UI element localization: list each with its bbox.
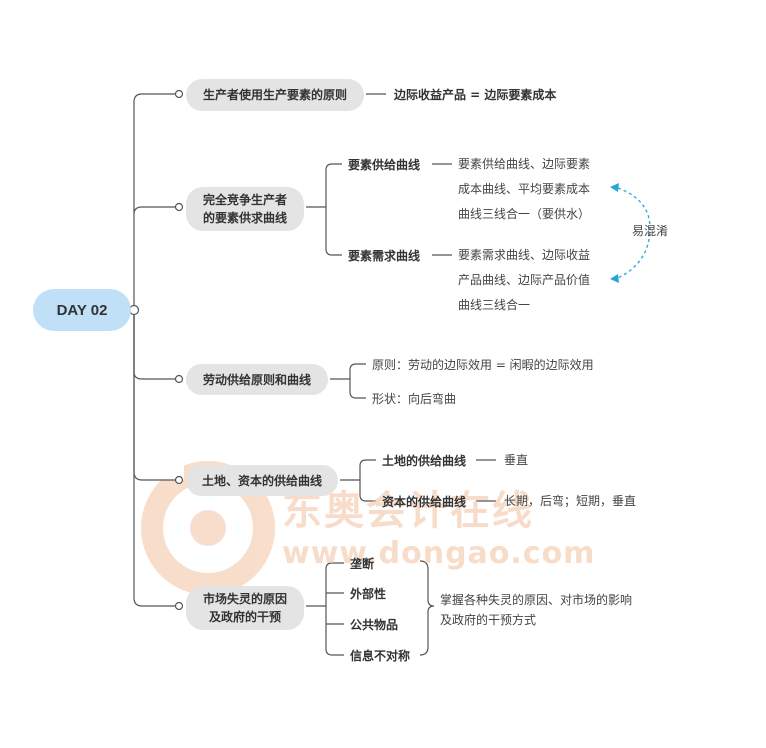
labor-principle[interactable]: 原则：劳动的边际效用 = 闲暇的边际效用 bbox=[372, 358, 594, 372]
trunk-line-branch-3 bbox=[133, 310, 176, 380]
branch-label-line-2: 的要素供求曲线 bbox=[202, 211, 287, 225]
factor-supply-curve[interactable]: 要素供给曲线 bbox=[348, 158, 421, 172]
factor-demand-desc-line-1: 要素需求曲线、边际收益 bbox=[458, 248, 591, 262]
branch-labor-supply[interactable]: 劳动供给原则和曲线 bbox=[186, 364, 328, 395]
branch-label-line-2: 及政府的干预 bbox=[208, 610, 281, 624]
labor-shape[interactable]: 形状：向后弯曲 bbox=[372, 392, 457, 406]
factor-supply-desc-line-2: 成本曲线、平均要素成本 bbox=[458, 182, 591, 196]
failure-item-public-goods[interactable]: 公共物品 bbox=[350, 618, 399, 632]
land-supply-curve[interactable]: 土地的供给曲线 bbox=[382, 454, 467, 468]
trunk-line-branch-2 bbox=[133, 206, 176, 215]
trunk-line-branch-5 bbox=[133, 310, 176, 607]
branch-label-line-1: 完全竞争生产者 bbox=[202, 193, 287, 207]
branch-production-principle[interactable]: 生产者使用生产要素的原则 bbox=[186, 79, 364, 111]
capital-supply-desc: 长期，后弯；短期，垂直 bbox=[504, 494, 637, 508]
root-label: DAY 02 bbox=[56, 301, 108, 319]
branch-label: 生产者使用生产要素的原则 bbox=[202, 88, 347, 102]
confusable-note: 易混淆 bbox=[632, 224, 669, 238]
factor-demand-desc-line-3: 曲线三线合一 bbox=[458, 298, 531, 312]
branch-label: 劳动供给原则和曲线 bbox=[202, 372, 311, 387]
branch-market-failure[interactable]: 市场失灵的原因 及政府的干预 bbox=[186, 586, 304, 630]
branch-land-capital-supply[interactable]: 土地、资本的供给曲线 bbox=[186, 465, 338, 496]
root-node[interactable]: DAY 02 bbox=[33, 289, 131, 331]
summary-bracket bbox=[419, 560, 435, 656]
factor-supply-desc-line-1: 要素供给曲线、边际要素 bbox=[458, 157, 591, 171]
arrow-head-bottom bbox=[610, 274, 619, 283]
watermark-url: www.dongao.com bbox=[282, 536, 596, 571]
branch-factor-supply-demand[interactable]: 完全竞争生产者 的要素供求曲线 bbox=[186, 187, 304, 231]
land-supply-desc: 垂直 bbox=[504, 453, 529, 467]
failure-item-monopoly[interactable]: 垄断 bbox=[350, 557, 375, 571]
arrow-head-top bbox=[610, 183, 619, 192]
failure-summary-line-1: 掌握各种失灵的原因、对市场的影响 bbox=[440, 593, 633, 607]
factor-supply-desc-line-3: 曲线三线合一（要供水） bbox=[458, 207, 591, 221]
failure-item-info-asymmetry[interactable]: 信息不对称 bbox=[350, 649, 411, 663]
branch-result: 边际收益产品 = 边际要素成本 bbox=[394, 88, 557, 102]
branch-label-line-1: 市场失灵的原因 bbox=[202, 592, 287, 606]
factor-demand-desc-line-2: 产品曲线、边际产品价值 bbox=[458, 273, 591, 287]
factor-demand-curve[interactable]: 要素需求曲线 bbox=[348, 249, 421, 263]
trunk-line-branch-4 bbox=[133, 310, 176, 481]
confusable-arrows bbox=[617, 187, 651, 279]
trunk-line bbox=[133, 93, 176, 310]
branch-label: 土地、资本的供给曲线 bbox=[201, 473, 322, 488]
capital-supply-curve[interactable]: 资本的供给曲线 bbox=[382, 495, 467, 509]
failure-summary-line-2: 及政府的干预方式 bbox=[440, 613, 537, 627]
failure-item-externality[interactable]: 外部性 bbox=[350, 587, 387, 601]
